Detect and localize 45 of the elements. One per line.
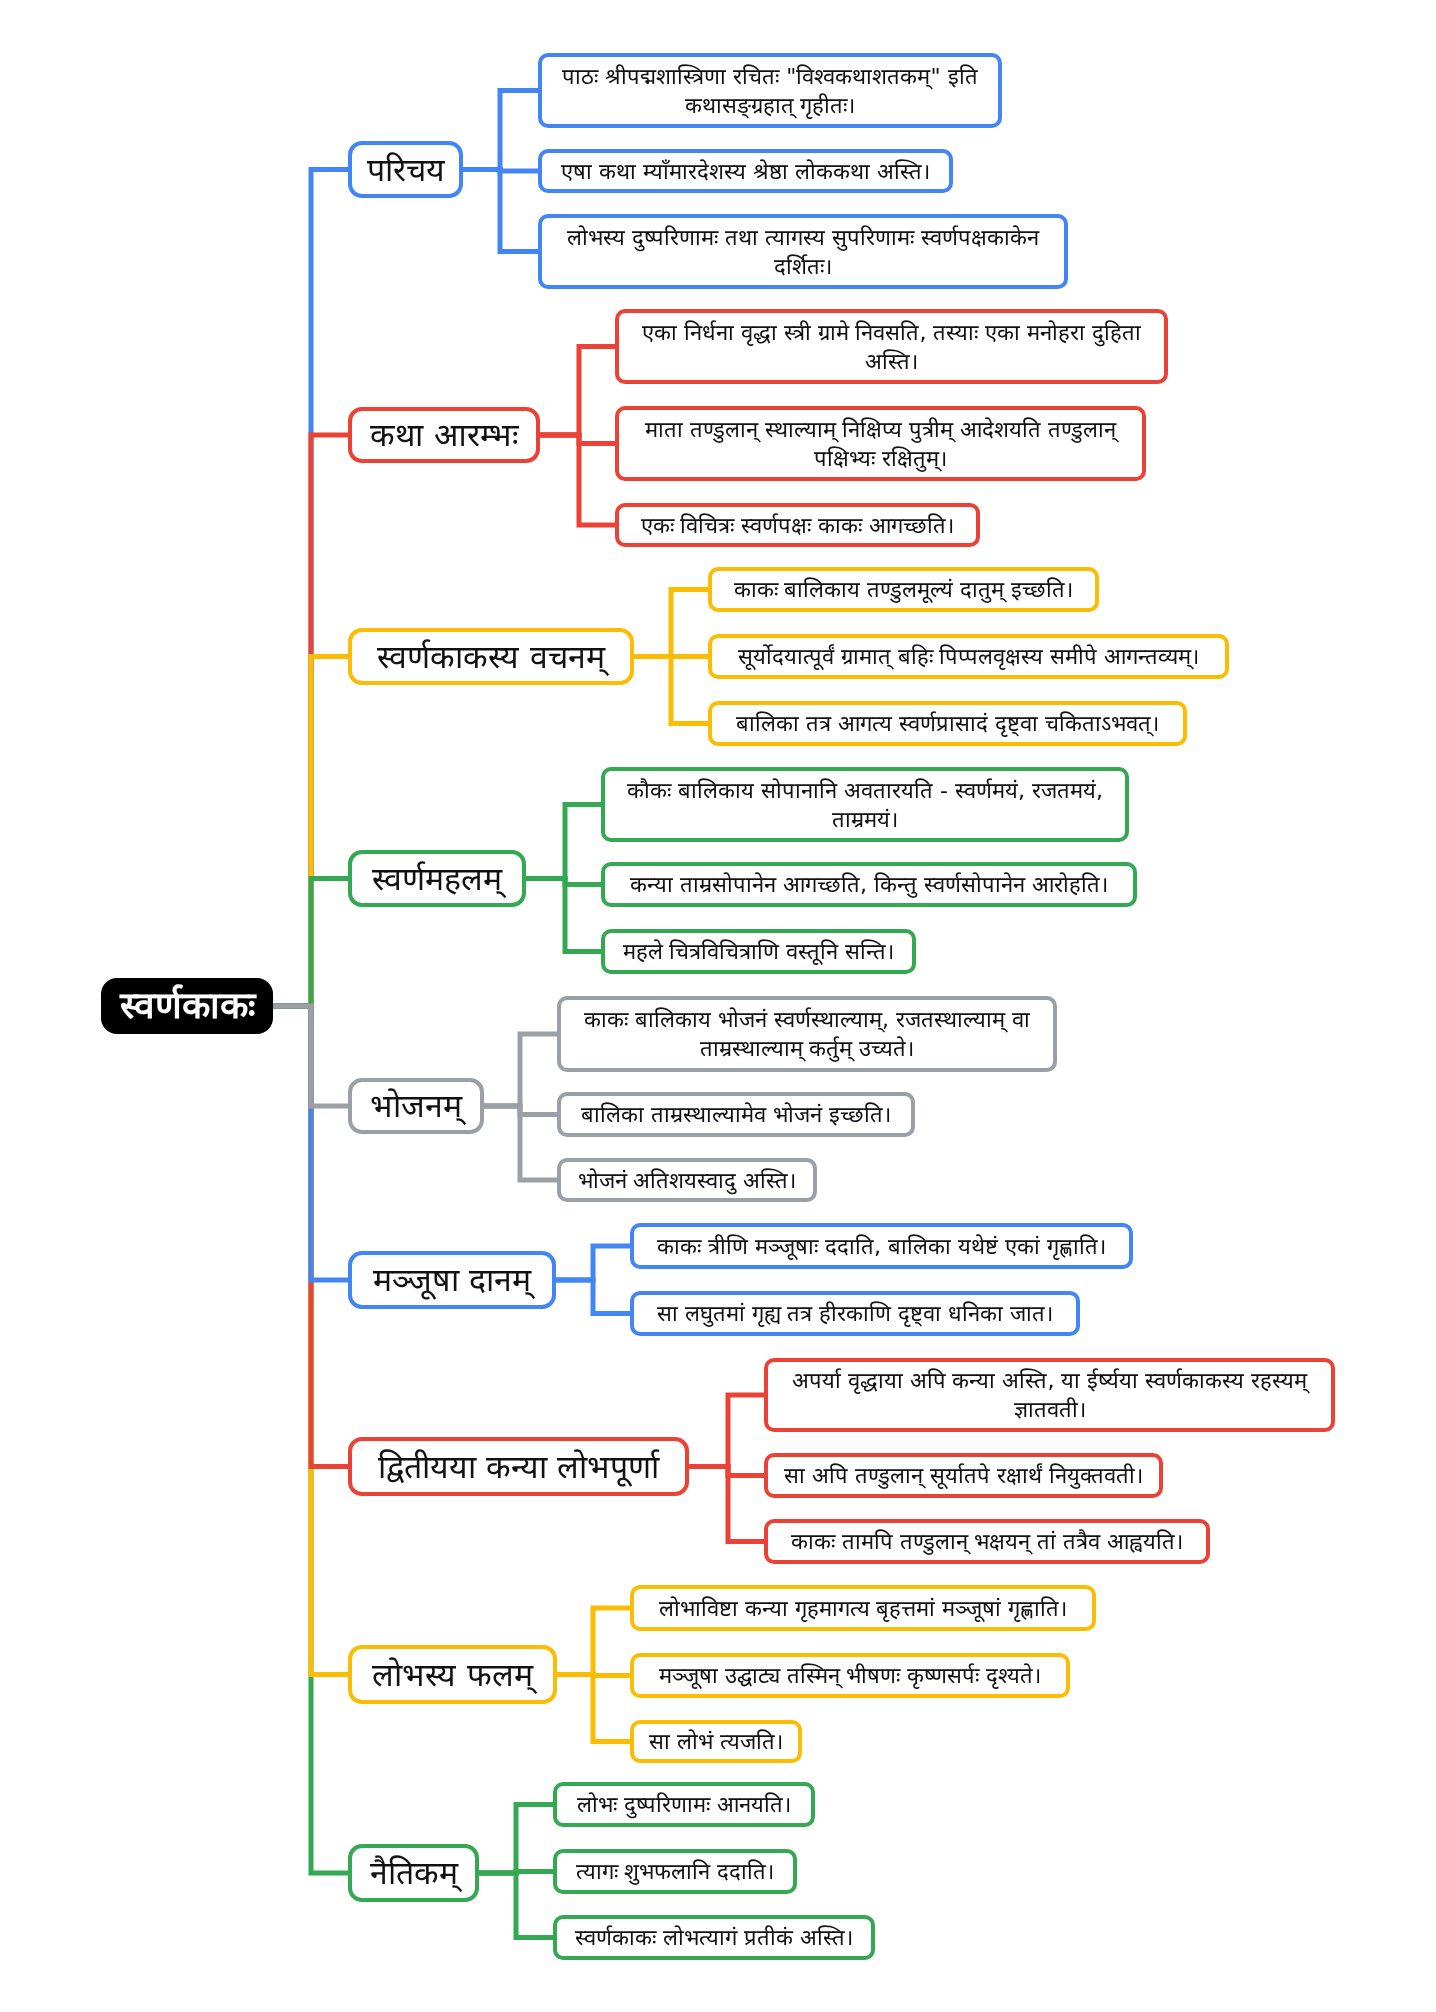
- note-box: अपर्या वृद्धाया अपि कन्या अस्ति, या ईर्ष्यया स्वर्णकाकस्य रहस्यम् ज्ञातवती।: [764, 1358, 1335, 1432]
- connector-line: [557, 1672, 630, 1678]
- note-box: काकः त्रीणि मञ्जूषाः ददाति, बालिका यथेष्टं एकां गृह्णाति।: [630, 1223, 1133, 1269]
- note-box: स्वर्णकाकः लोभत्यागं प्रतीकं अस्ति।: [553, 1915, 875, 1960]
- note-box: लोभाविष्टा कन्या गृहमागत्य बृहत्तमां मञ्जूषां गृह्णाति।: [630, 1585, 1096, 1631]
- note-box: सूर्योदयात्पूर्वं ग्रामात् बहिः पिप्पलवृक्षस्य समीपे आगन्तव्यम्।: [708, 634, 1229, 679]
- note-box: कौकः बालिकाय सोपानानि अवतारयति - स्वर्णमयं, रजतमयं, ताम्रमयं।: [601, 767, 1129, 842]
- connector-line: [479, 1869, 553, 1876]
- note-box: लोभः दुष्परिणामः आनयति।: [553, 1782, 815, 1827]
- central-topic-box: स्वर्णकाकः: [101, 978, 273, 1034]
- note-box: माता तण्डुलान् स्थाल्याम् निक्षिप्य पुत्रीम् आदेशयति तण्डुलान् पक्षिभ्यः रक्षितुम्।: [615, 406, 1146, 481]
- connector-line: [556, 1277, 630, 1316]
- connector-line: [463, 167, 538, 174]
- note-box: सा लोभं त्यजति।: [630, 1720, 802, 1763]
- note-box: काकः तामपि तण्डुलान् भक्षयन् तां तत्रैव आह्वयति।: [764, 1519, 1210, 1564]
- connector-line: [540, 432, 615, 446]
- connector-line: [484, 1103, 557, 1117]
- topic-box: द्वितीयया कन्या लोभपूर्णा: [348, 1437, 689, 1496]
- topic-box: भोजनम्: [348, 1078, 484, 1134]
- note-box: एकः विचित्रः स्वर्णपक्षः काकः आगच्छति।: [615, 503, 980, 547]
- topic-box: मञ्जूषा दानम्: [348, 1251, 556, 1309]
- note-box: एषा कथा म्याँमारदेशस्य श्रेष्ठा लोककथा अस्ति।: [538, 149, 953, 193]
- note-box: भोजनं अतिशयस्वादु अस्ति।: [557, 1158, 817, 1202]
- note-box: पाठः श्रीपद्मशास्त्रिणा रचितः "विश्वकथाशतकम्" इति कथासङ्ग्रहात् गृहीतः।: [538, 53, 1002, 128]
- topic-box: नैतिकम्: [348, 1844, 479, 1902]
- note-box: काकः बालिकाय भोजनं स्वर्णस्थाल्याम्, रजतस्थाल्याम् वा ताम्रस्थाल्याम् कर्तुम् उच्यते।: [557, 996, 1057, 1072]
- connector-line: [526, 876, 601, 887]
- topic-box: स्वर्णकाकस्य वचनम्: [348, 628, 634, 685]
- connector-line: [689, 1464, 764, 1478]
- note-box: सा अपि तण्डुलान् सूर्यातपे रक्षार्थं नियुक्तवती।: [764, 1453, 1163, 1498]
- topic-box: कथा आरम्भः: [348, 407, 540, 463]
- note-box: बालिका तत्र आगत्य स्वर्णप्रासादं दृष्ट्वा चकिताऽभवत्।: [708, 701, 1187, 746]
- topic-box: परिचय: [348, 141, 463, 198]
- note-box: काकः बालिकाय तण्डुलमूल्यं दातुम् इच्छति।: [708, 567, 1099, 612]
- topic-box: स्वर्णमहलम्: [348, 850, 526, 907]
- note-box: एका निर्धना वृद्धा स्त्री ग्रामे निवसति, तस्याः एका मनोहरा दुहिता अस्ति।: [615, 309, 1168, 384]
- note-box: त्यागः शुभफलानि ददाति।: [553, 1849, 797, 1894]
- connector-line: [273, 1003, 348, 1109]
- note-box: कन्या ताम्रसोपानेन आगच्छति, किन्तु स्वर्णसोपानेन आरोहति।: [601, 862, 1137, 907]
- note-box: मञ्जूषा उद्घाट्य तस्मिन् भीषणः कृष्णसर्पः दृश्यते।: [630, 1653, 1070, 1698]
- topic-box: लोभस्य फलम्: [348, 1645, 557, 1704]
- note-box: महले चित्रविचित्राणि वस्तूनि सन्ति।: [601, 929, 916, 974]
- note-box: सा लघुतमां गृह्य तत्र हीरकाणि दृष्ट्वा धनिका जात।: [630, 1291, 1080, 1336]
- note-box: लोभस्य दुष्परिणामः तथा त्यागस्य सुपरिणामः स्वर्णपक्षकाकेन दर्शितः।: [538, 214, 1068, 289]
- note-box: बालिका ताम्रस्थाल्यामेव भोजनं इच्छति।: [557, 1092, 915, 1137]
